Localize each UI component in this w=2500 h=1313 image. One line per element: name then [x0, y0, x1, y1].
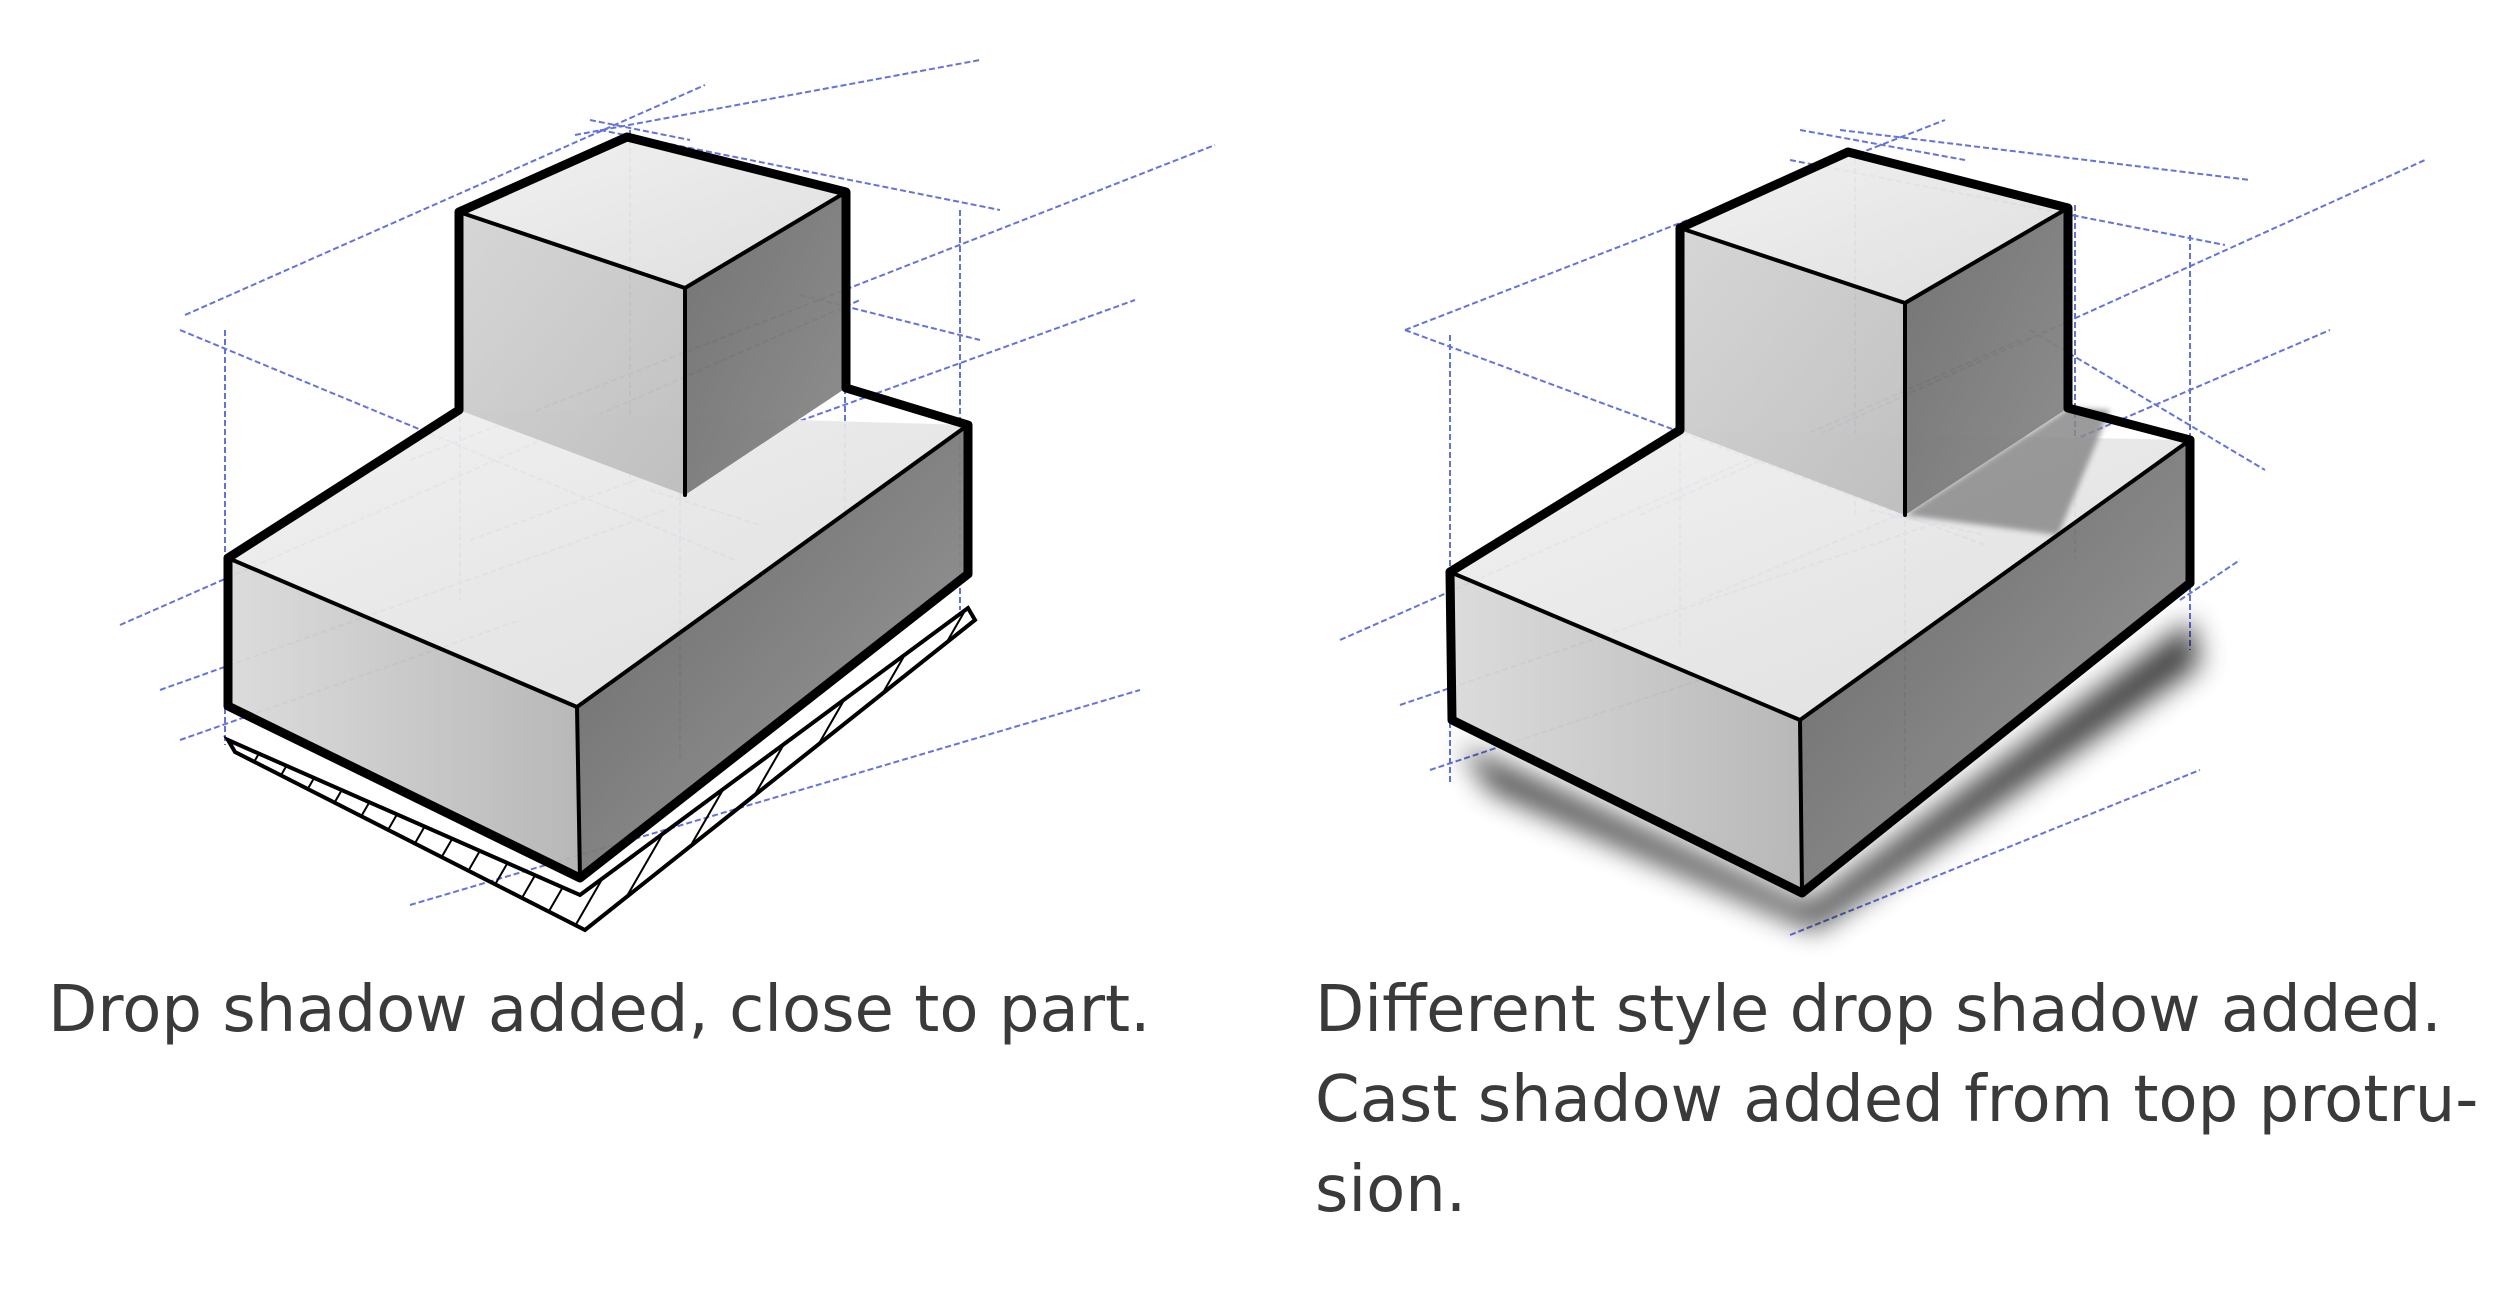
right-caption-line-1: Different style drop shadow added. [1315, 973, 2442, 1047]
left-outline [223, 132, 973, 883]
right-figure [1339, 119, 2426, 936]
left-cube-side-face [685, 192, 846, 495]
left-caption: Drop shadow added, close to part. [48, 973, 1151, 1047]
left-base-side-face [577, 425, 968, 878]
right-cube-front-face [1680, 228, 1905, 515]
left-figure [119, 59, 1216, 933]
left-cube-front-face [459, 212, 685, 495]
left-drop-shadow-hatch [223, 605, 978, 933]
left-base-front-face [228, 558, 580, 878]
right-cube-top-face [1680, 152, 2068, 303]
right-base-front-face [1450, 572, 1802, 893]
right-cast-shadow [1905, 408, 2110, 535]
right-cube-side-face [1905, 208, 2068, 515]
right-drop-shadow [1460, 620, 2200, 930]
left-base-top-face [228, 410, 968, 707]
right-caption: Different style drop shadow added. Cast … [1315, 965, 2495, 1235]
right-caption-line-2: Cast shadow added from top protru- [1315, 1063, 2479, 1137]
left-cube-top-face [459, 137, 846, 288]
right-caption-line-3: sion. [1315, 1153, 1467, 1227]
right-base-side-face [1800, 440, 2190, 893]
right-outline [1445, 147, 2195, 898]
